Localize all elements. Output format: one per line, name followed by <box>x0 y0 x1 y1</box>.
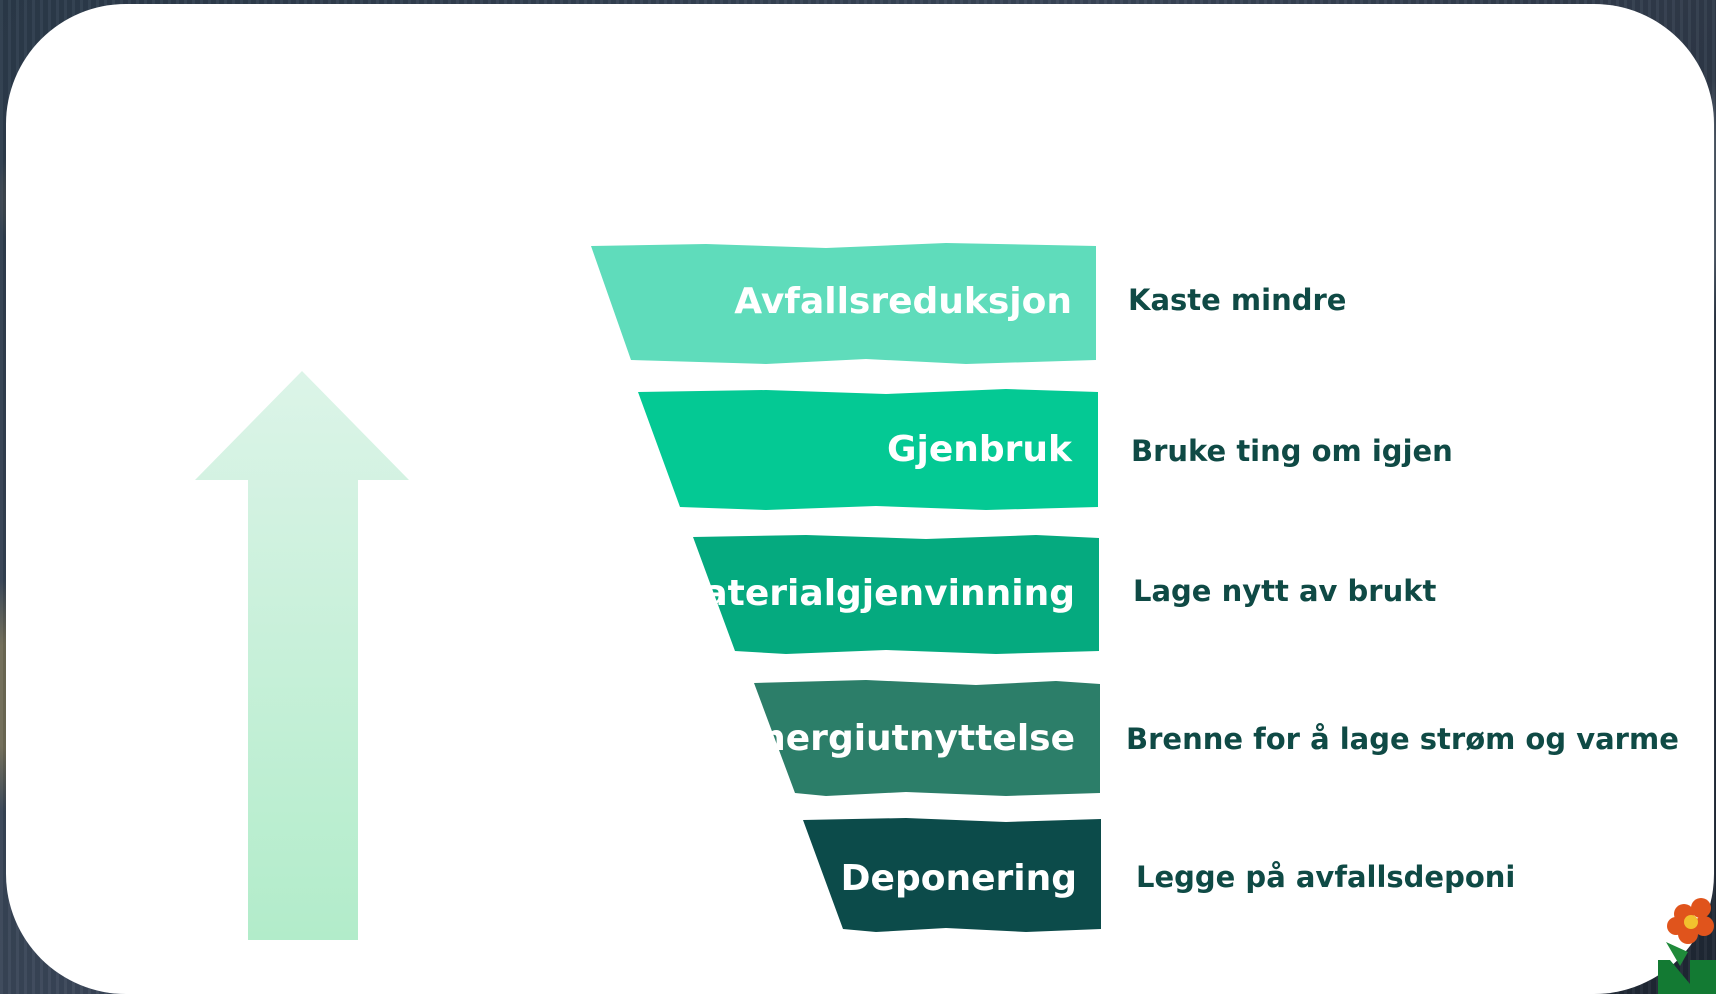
content-card: Avfallsreduksjon Kaste mindre Gjenbruk B… <box>6 4 1714 994</box>
waste-hierarchy-funnel <box>591 243 1101 932</box>
step-description-avfallsreduksjon: Kaste mindre <box>1128 283 1347 317</box>
step-label-deponering: Deponering <box>840 858 1077 899</box>
step-description-gjenbruk: Bruke ting om igjen <box>1131 434 1453 468</box>
step-label-avfallsreduksjon: Avfallsreduksjon <box>734 281 1072 322</box>
step-band-avfallsreduksjon <box>591 243 1096 364</box>
step-description-materialgjenvinning: Lage nytt av brukt <box>1133 574 1437 608</box>
step-label-gjenbruk: Gjenbruk <box>886 429 1072 470</box>
step-band-energiutnyttelse <box>754 680 1100 796</box>
step-band-gjenbruk <box>638 389 1098 510</box>
step-label-materialgjenvinning: Materialgjenvinning <box>667 573 1075 614</box>
step-description-energiutnyttelse: Brenne for å lage strøm og varme <box>1126 722 1679 756</box>
up-arrow-icon <box>195 371 409 940</box>
flower-logo-icon <box>1658 898 1716 994</box>
step-band-deponering <box>803 818 1101 932</box>
step-description-deponering: Legge på avfallsdeponi <box>1136 860 1516 894</box>
step-label-energiutnyttelse: Energiutnyttelse <box>735 718 1075 759</box>
step-band-materialgjenvinning <box>693 535 1099 654</box>
